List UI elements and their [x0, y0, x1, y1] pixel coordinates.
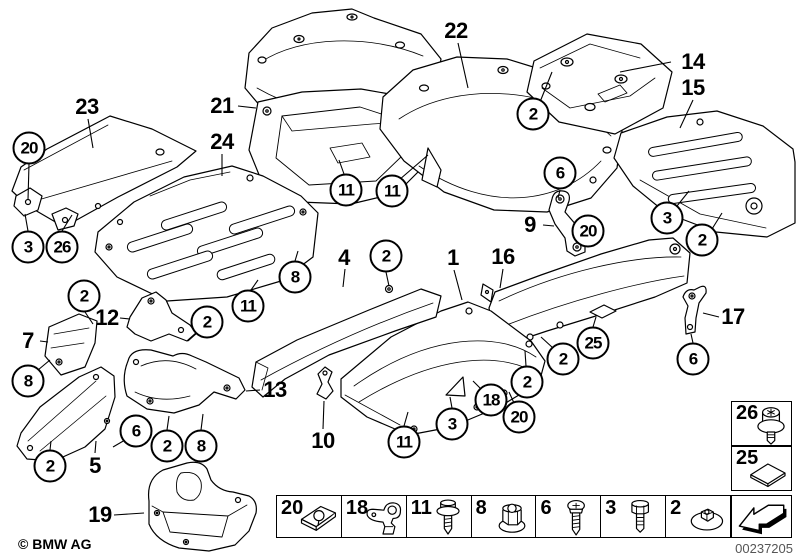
- callout-circle-26-8[interactable]: 26: [45, 230, 79, 264]
- part-19-drawing: [147, 461, 257, 552]
- callout-label-4-18[interactable]: 4: [338, 245, 350, 270]
- callout-circle-8-27[interactable]: 8: [11, 364, 45, 398]
- legend-box-26[interactable]: 26: [731, 401, 792, 446]
- callout-label-21-4[interactable]: 21: [210, 93, 234, 118]
- callout-circle-8-41[interactable]: 8: [184, 429, 218, 463]
- callout-label-17-28[interactable]: 17: [721, 304, 745, 329]
- part-16-drawing: [480, 237, 691, 344]
- body-nut-icon: [690, 508, 724, 531]
- part-4-drawing: [251, 284, 442, 398]
- callout-circle-3-35[interactable]: 3: [435, 407, 469, 441]
- callout-circle-18-33[interactable]: 18: [474, 383, 508, 417]
- callout-label-22-1[interactable]: 22: [444, 18, 468, 43]
- legend-number: 26: [736, 402, 759, 424]
- hex-bolt-icon: [631, 499, 650, 533]
- callout-label-14-2[interactable]: 14: [681, 49, 705, 74]
- callout-label-24-5[interactable]: 24: [210, 129, 234, 154]
- callout-circle-25-29[interactable]: 25: [576, 326, 610, 360]
- callout-circle-2-25[interactable]: 2: [190, 305, 224, 339]
- legend-number: 3: [605, 497, 617, 519]
- callout-label-15-3[interactable]: 15: [681, 75, 705, 100]
- callout-circle-2-20[interactable]: 2: [369, 239, 403, 273]
- callout-label-13-38[interactable]: 13: [263, 377, 287, 402]
- legend-number: 20: [281, 497, 304, 519]
- callout-circle-11-9[interactable]: 11: [329, 173, 363, 207]
- callout-circle-11-36[interactable]: 11: [387, 425, 421, 459]
- callout-circle-20-6[interactable]: 20: [12, 131, 46, 165]
- legend-number: 25: [736, 447, 759, 469]
- callout-circle-3-7[interactable]: 3: [11, 230, 45, 264]
- callout-circle-20-34[interactable]: 20: [502, 400, 536, 434]
- callout-label-12-24[interactable]: 12: [95, 305, 119, 330]
- flange-nut-icon: [499, 503, 526, 533]
- callout-label-10-37[interactable]: 10: [311, 428, 335, 453]
- legend-number: 2: [670, 497, 682, 519]
- part-13-drawing: [123, 349, 246, 414]
- legend-cell-18[interactable]: 18: [342, 496, 407, 537]
- image-code-text: 00237205: [735, 541, 793, 556]
- legend-cell-11[interactable]: 11: [407, 496, 472, 537]
- part-23-drawing: [11, 115, 197, 231]
- adhesive-pad-icon: [750, 463, 786, 488]
- callout-circle-11-10[interactable]: 11: [375, 174, 409, 208]
- callout-circle-3-15[interactable]: 3: [650, 201, 684, 235]
- callout-label-5-43[interactable]: 5: [89, 453, 101, 478]
- part-5-drawing: [16, 366, 116, 462]
- driving-direction-arrow-icon: [738, 504, 786, 534]
- legend-cell-8[interactable]: 8: [472, 496, 537, 537]
- fastener-legend-strip: 20 18: [276, 495, 731, 538]
- tapping-screw-icon: [567, 499, 586, 536]
- retainer-bracket-icon: [366, 502, 401, 535]
- legend-cell-3[interactable]: 3: [601, 496, 667, 537]
- legend-box-25[interactable]: 25: [731, 446, 792, 491]
- callout-circle-6-12[interactable]: 6: [543, 156, 577, 190]
- legend-number: 18: [345, 497, 369, 519]
- direction-arrow-box: [731, 495, 792, 538]
- part-24-drawing: [94, 165, 319, 302]
- speed-clip-icon: [300, 505, 336, 531]
- legend-number: 11: [410, 497, 432, 519]
- legend-cell-20[interactable]: 20: [277, 496, 342, 537]
- part-12-drawing: [126, 291, 197, 342]
- legend-cell-2[interactable]: 2: [666, 496, 730, 537]
- screw-with-washer-icon: [435, 499, 460, 535]
- callout-circle-6-31[interactable]: 6: [676, 342, 710, 376]
- callout-label-9-13[interactable]: 9: [524, 212, 536, 237]
- callout-label-16-17[interactable]: 16: [491, 244, 515, 269]
- callout-circle-2-32[interactable]: 2: [510, 365, 544, 399]
- screw-with-large-washer-icon: [757, 407, 785, 445]
- legend-number: 6: [540, 497, 552, 519]
- callout-circle-8-21[interactable]: 8: [278, 260, 312, 294]
- part-10-drawing: [316, 366, 334, 400]
- callout-circle-20-14[interactable]: 20: [571, 214, 605, 248]
- callout-label-7-26[interactable]: 7: [22, 328, 34, 353]
- callout-circle-6-39[interactable]: 6: [119, 414, 153, 448]
- callout-label-1-19[interactable]: 1: [447, 245, 459, 270]
- part-14-drawing: [526, 33, 673, 135]
- part-7-drawing: [44, 313, 98, 376]
- part-17-drawing: [682, 285, 707, 335]
- callout-circle-2-30[interactable]: 2: [546, 342, 580, 376]
- callout-circle-2-11[interactable]: 2: [516, 97, 550, 131]
- callout-label-23-0[interactable]: 23: [75, 94, 99, 119]
- legend-number: 8: [475, 497, 487, 519]
- callout-circle-2-42[interactable]: 2: [33, 449, 67, 483]
- callout-circle-2-23[interactable]: 2: [67, 279, 101, 313]
- callout-circle-2-16[interactable]: 2: [685, 223, 719, 257]
- legend-cell-6[interactable]: 6: [536, 496, 602, 537]
- callout-circle-11-22[interactable]: 11: [231, 289, 265, 323]
- copyright-text: © BMW AG: [18, 536, 92, 552]
- callout-circle-2-40[interactable]: 2: [150, 429, 184, 463]
- callout-label-19-44[interactable]: 19: [88, 502, 112, 527]
